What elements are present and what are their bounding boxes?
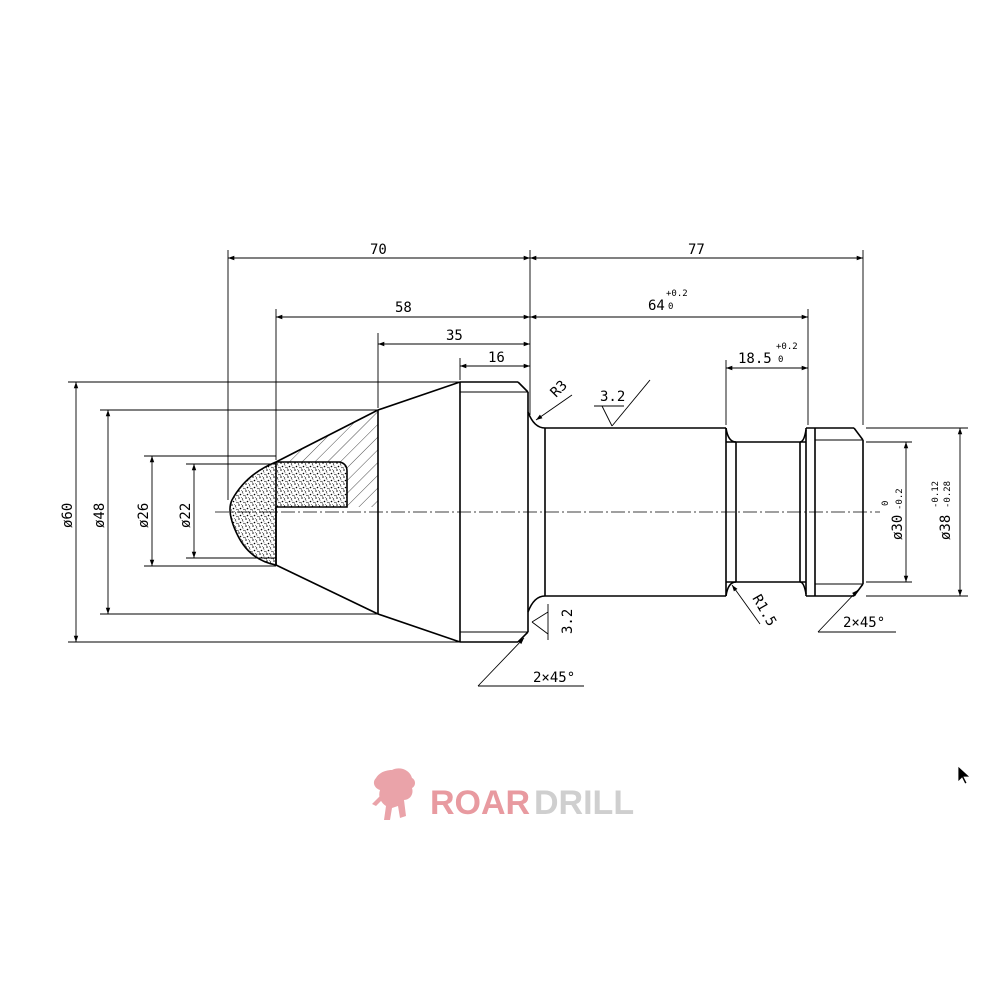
label-r3: R3: [548, 378, 571, 401]
brand-drill: DRILL: [534, 784, 634, 822]
brand-roar: ROAR: [430, 784, 530, 822]
dim-70: 70: [370, 242, 387, 258]
hatched-section: [276, 410, 378, 507]
dim-dia30-tol-upper: 0: [881, 501, 891, 506]
dim-dia30: ø30: [890, 515, 906, 540]
dim-dia38: ø38: [938, 515, 954, 540]
dim-77: 77: [688, 242, 705, 258]
label-r1-5: R1.5: [749, 592, 780, 629]
part-outline: [229, 381, 864, 643]
dim-64-tol-lower: 0: [668, 302, 673, 312]
dim-35: 35: [446, 328, 463, 344]
dim-dia22: ø22: [178, 503, 194, 528]
dim-dia60: ø60: [60, 503, 76, 528]
label-roughness-bottom: 3.2: [560, 609, 576, 634]
dim-18-5-tol-upper: +0.2: [776, 342, 798, 352]
vertical-dimensions-left: [68, 381, 460, 643]
horizontal-dimensions: [227, 250, 864, 500]
dim-dia26: ø26: [136, 503, 152, 528]
dim-dia48: ø48: [92, 503, 108, 528]
dim-dia38-tol-upper: -0.12: [931, 481, 941, 508]
dim-18-5: 18.5: [738, 351, 772, 367]
label-chamfer-left: 2×45°: [533, 670, 575, 686]
arrow-pointer-icon: [957, 765, 972, 785]
lion-icon: [372, 768, 415, 820]
dim-64-tol-upper: +0.2: [666, 289, 688, 299]
dim-dia38-tol-lower: -0.28: [943, 481, 953, 508]
label-chamfer-right: 2×45°: [843, 615, 885, 631]
dim-16: 16: [488, 350, 505, 366]
annotations: [477, 379, 896, 687]
dim-dia30-tol-lower: -0.2: [895, 488, 905, 510]
carbide-tip: [229, 461, 348, 566]
dim-58: 58: [395, 300, 412, 316]
dim-18-5-tol-lower: 0: [778, 355, 783, 365]
dim-64: 64: [648, 298, 665, 314]
brand-logo: ROAR DRILL: [372, 768, 634, 822]
label-roughness-top: 3.2: [600, 389, 625, 405]
vertical-dimensions-right: [866, 427, 968, 597]
